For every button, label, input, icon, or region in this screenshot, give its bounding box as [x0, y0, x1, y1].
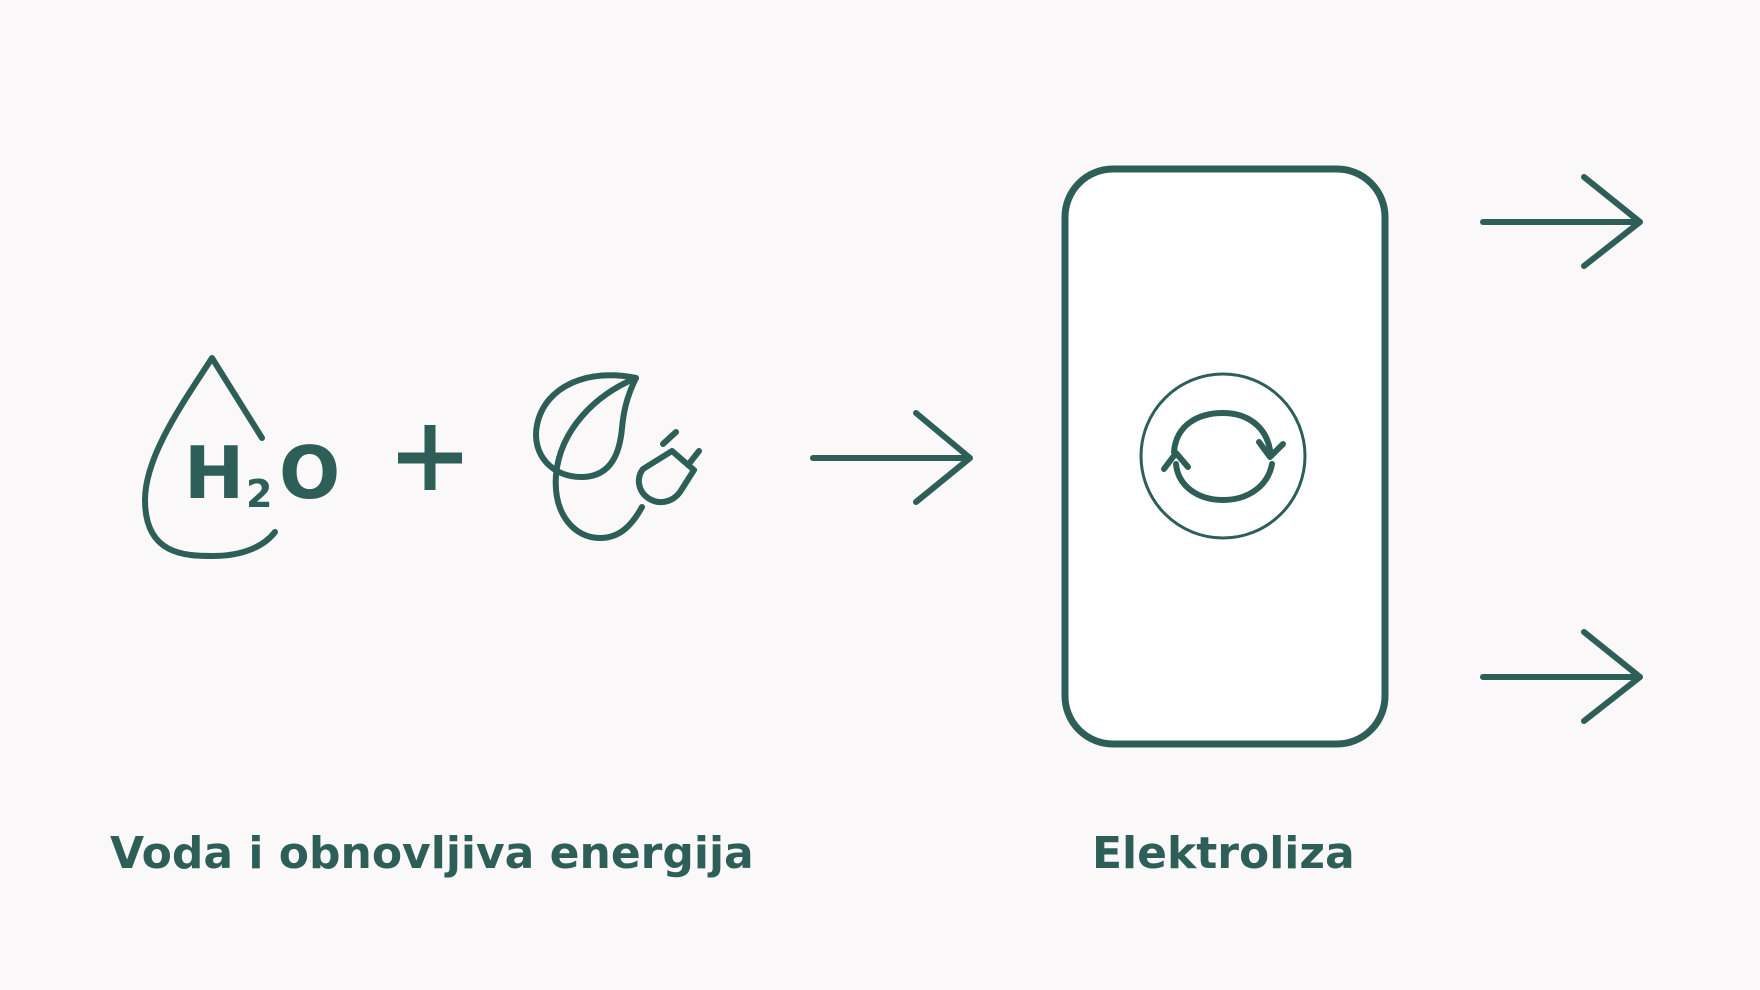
electrolyzer-box: [1061, 165, 1389, 748]
formula-h: H: [184, 431, 244, 515]
cycle-arrows-icon: [1139, 372, 1307, 540]
water-drop-icon: [142, 355, 278, 559]
plus-icon: [398, 425, 462, 490]
arrow-right-icon: [810, 410, 973, 505]
water-formula: H 2 O: [184, 431, 340, 516]
label-electrolysis: Elektroliza: [1092, 828, 1355, 879]
arrow-right-icon: [1480, 174, 1643, 269]
formula-subscript: 2: [246, 472, 272, 516]
label-water-energy: Voda i obnovljiva energija: [110, 828, 754, 879]
leaf-plug-icon: [533, 372, 702, 541]
formula-o: O: [279, 431, 340, 515]
arrow-right-icon: [1480, 629, 1643, 724]
